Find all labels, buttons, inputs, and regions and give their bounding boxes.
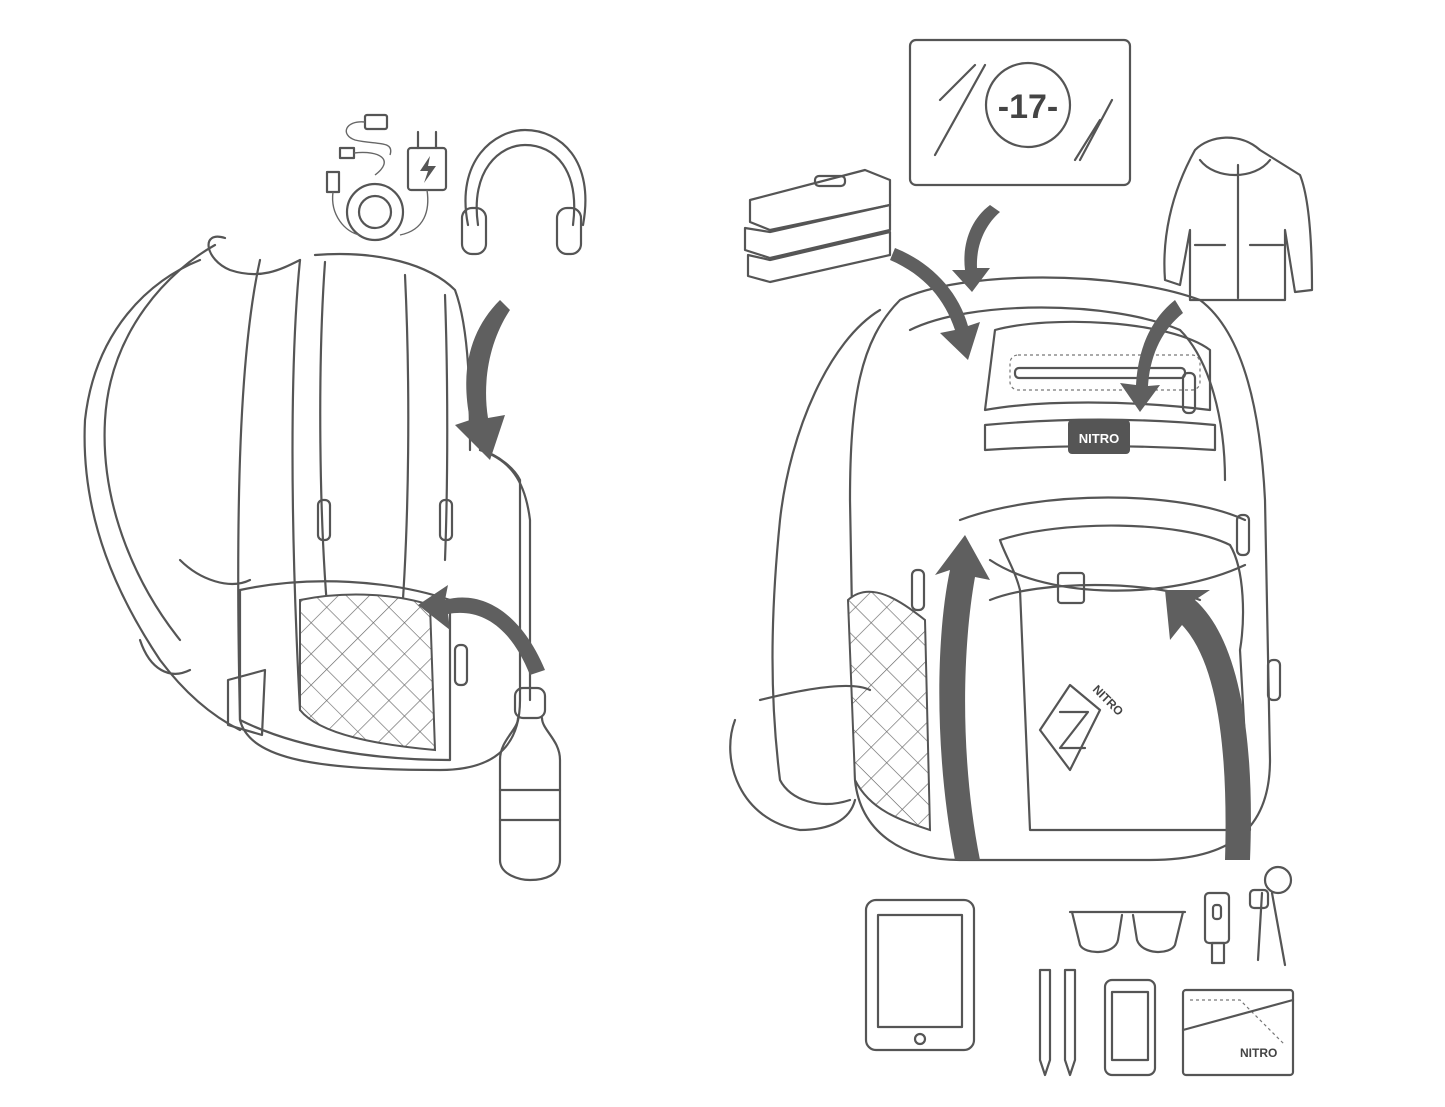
arrow-into-main-compartment xyxy=(455,300,510,460)
arrow-lower-right xyxy=(1165,590,1251,860)
usb-stick-icon xyxy=(1203,891,1231,965)
arrow-laptop xyxy=(952,205,1000,292)
cables-icon xyxy=(325,113,405,242)
laptop-size-label: -17- xyxy=(998,88,1058,126)
svg-text:NITRO: NITRO xyxy=(1079,431,1119,446)
headphones-icon xyxy=(460,128,587,256)
wallet-icon: NITRO xyxy=(1181,988,1295,1077)
books-icon xyxy=(743,168,892,284)
charger-icon xyxy=(399,130,448,236)
tablet-icon xyxy=(864,898,976,1052)
svg-text:NITRO: NITRO xyxy=(1240,1046,1277,1060)
arrow-front-pocket xyxy=(1120,300,1183,412)
arrow-lower-left xyxy=(935,535,990,860)
right-backpack: NITRO NITRO xyxy=(729,276,1282,862)
keys-icon xyxy=(1248,865,1293,967)
left-backpack xyxy=(83,235,532,772)
jacket-icon xyxy=(1163,136,1314,302)
laptop-icon: -17- xyxy=(908,38,1132,187)
arrow-books xyxy=(890,248,980,360)
arrow-into-side-pocket xyxy=(418,585,545,675)
svg-text:NITRO: NITRO xyxy=(1090,682,1126,718)
water-bottle-icon xyxy=(498,686,562,882)
pens-icon xyxy=(1038,968,1077,1077)
smartphone-icon xyxy=(1103,978,1157,1077)
sunglasses-icon xyxy=(1068,910,1187,953)
